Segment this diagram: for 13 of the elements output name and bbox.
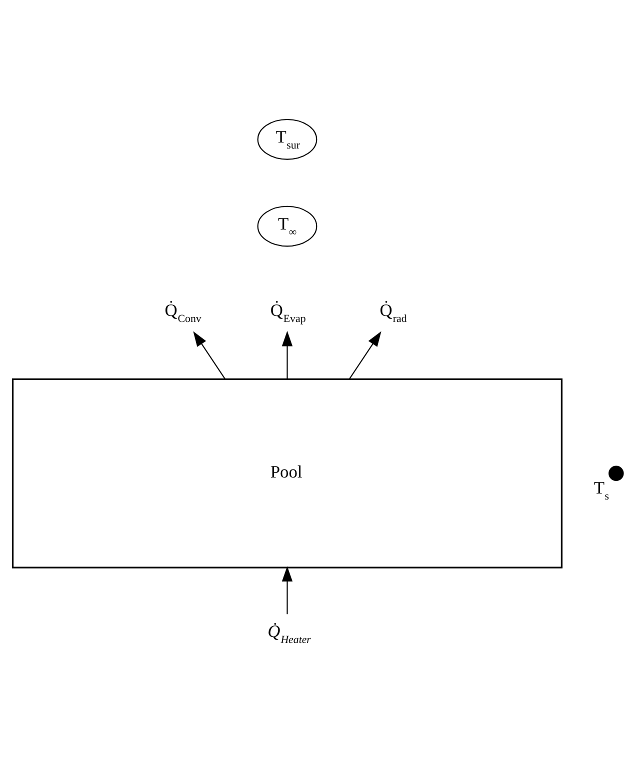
node-circle <box>608 465 624 480</box>
arrow <box>282 566 293 614</box>
node-text: Q̇$_{Evap}$ <box>270 299 306 324</box>
node-text: Q̇$_{Conv}$ <box>164 299 202 324</box>
arrow <box>282 330 293 378</box>
node-label: T$_{s}$ <box>594 476 609 502</box>
node-text: Q̇$_{rad}$ <box>380 299 407 324</box>
node-box: Pool <box>12 378 563 568</box>
node-ellipse: T$_{∞}$ <box>257 205 318 246</box>
arrow <box>193 330 226 379</box>
node-text: Q̇$_{Heater}$ <box>268 620 311 646</box>
arrow <box>349 330 382 379</box>
node-ellipse: T$_{sur}$ <box>257 118 318 160</box>
